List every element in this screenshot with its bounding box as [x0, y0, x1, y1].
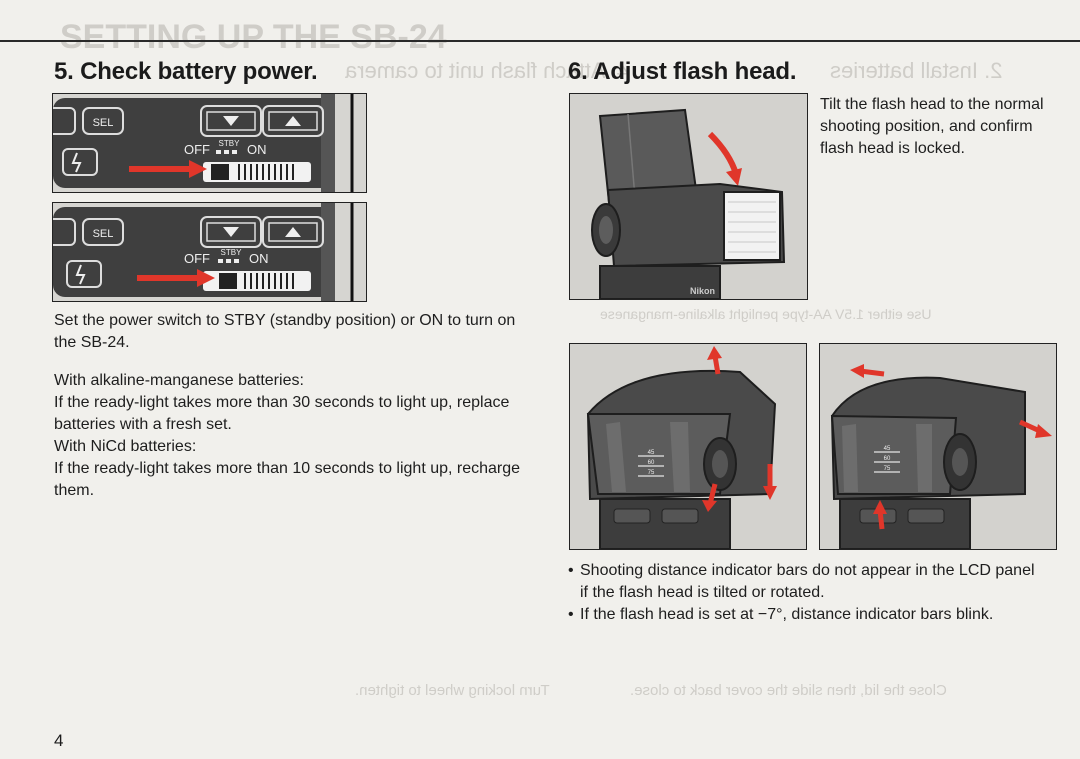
sel-button-label: SEL — [93, 117, 114, 129]
flash-head-notes: •Shooting distance indicator bars do not… — [568, 560, 1038, 626]
flash-head-lock-right-illustration: 45 60 75 — [819, 343, 1057, 550]
alkaline-text: If the ready-light takes more than 30 se… — [54, 394, 510, 433]
nicd-heading: With NiCd batteries: — [54, 438, 197, 455]
header-rule — [0, 40, 1080, 42]
switch-off-label: OFF — [184, 142, 210, 157]
switch-on-label: ON — [247, 142, 267, 157]
list-item: •If the flash head is set at −7°, distan… — [568, 604, 1038, 626]
sel-button-label: SEL — [93, 228, 114, 240]
flash-head-tilt-illustration: Nikon — [569, 93, 808, 300]
section-heading-check-battery: 5. Check battery power. — [54, 58, 318, 85]
tilt-mark-75: 75 — [648, 470, 655, 476]
bleedthrough-title: SETTING UP THE SB-24 — [60, 18, 447, 56]
note-text: If the flash head is set at −7°, distanc… — [580, 606, 994, 623]
power-switch-text: Set the power switch to STBY (standby po… — [54, 312, 516, 351]
tilt-mark-45: 45 — [648, 450, 655, 456]
section-heading-adjust-flash-head: 6. Adjust flash head. — [568, 58, 797, 85]
list-item: •Shooting distance indicator bars do not… — [568, 560, 1038, 604]
switch-stby-label: STBY — [221, 248, 243, 257]
nicd-text: If the ready-light takes more than 10 se… — [54, 460, 521, 499]
bleedthrough-text: Close the lid, then slide the cover back… — [630, 682, 947, 699]
switch-off-label: OFF — [184, 251, 210, 266]
nikon-logo: Nikon — [690, 286, 715, 296]
bleedthrough-text: 2. Install batteries — [830, 58, 1003, 83]
power-switch-illustration-stby: SEL OFF STBY ON — [52, 93, 367, 193]
switch-on-label: ON — [249, 251, 269, 266]
page-number: 4 — [54, 731, 64, 750]
battery-instructions: Set the power switch to STBY (standby po… — [54, 310, 534, 502]
alkaline-heading: With alkaline-manganese batteries: — [54, 372, 304, 389]
note-text: Shooting distance indicator bars do not … — [580, 562, 1035, 601]
tilt-mark-75: 75 — [884, 466, 891, 472]
bleedthrough-text: Turn locking wheel to tighten. — [355, 682, 550, 699]
tilt-mark-45: 45 — [884, 446, 891, 452]
bleedthrough-text: Use either 1.5V AA-type penlight alkalin… — [600, 306, 932, 322]
power-switch-illustration-on: SEL OFF STBY ON — [52, 202, 367, 302]
tilt-mark-60: 60 — [884, 456, 891, 462]
tilt-mark-60: 60 — [648, 460, 655, 466]
flash-head-lock-left-illustration: 45 60 75 — [569, 343, 807, 550]
switch-stby-label: STBY — [219, 139, 241, 148]
tilt-instruction: Tilt the flash head to the normal shooti… — [820, 96, 1044, 157]
